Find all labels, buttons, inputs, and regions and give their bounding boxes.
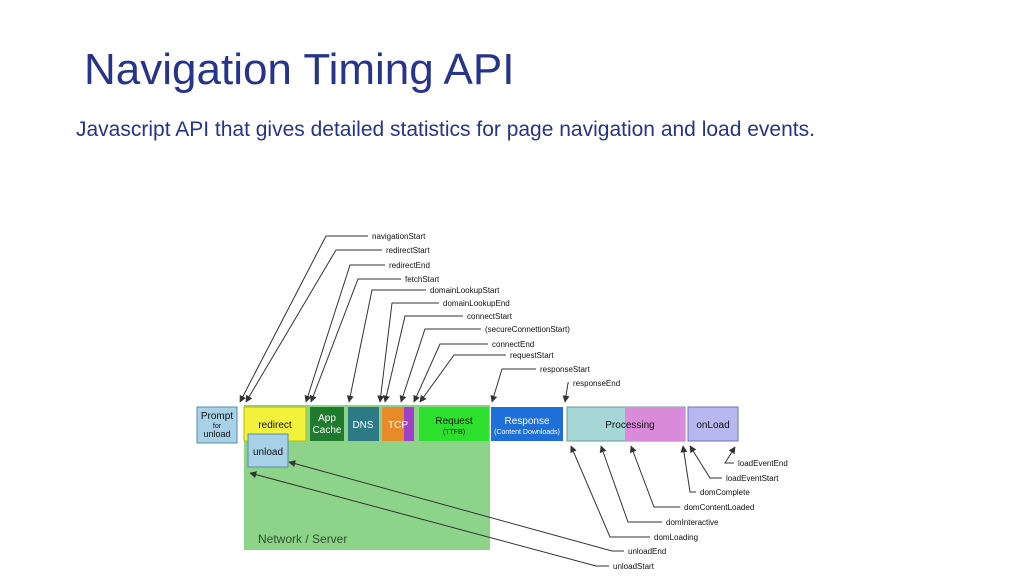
label-connect-end: connectEnd [492, 340, 534, 349]
label-load-event-end: loadEventEnd [738, 459, 788, 468]
slide-subtitle: Javascript API that gives detailed stati… [76, 118, 815, 141]
unload-label: unload [253, 447, 283, 458]
label-redirect-end: redirectEnd [389, 261, 430, 270]
prompt-label-line2: for [213, 423, 222, 430]
label-dom-loading: domLoading [654, 533, 698, 542]
leader-unload-end [288, 460, 624, 552]
leader-domain-lookup-end [377, 302, 439, 403]
label-response-start: responseStart [540, 365, 591, 374]
unload-box [247, 433, 289, 468]
leader-dom-interactive [599, 445, 662, 523]
leader-unload-start [249, 471, 609, 567]
leader-dom-complete [680, 445, 696, 493]
label-unload-start: unloadStart [613, 562, 655, 571]
leader-connect-end [413, 343, 488, 403]
tcp-box [382, 407, 404, 441]
app-cache-label-line2: Cache [313, 425, 342, 436]
label-fetch-start: fetchStart [405, 275, 440, 284]
label-response-end: responseEnd [573, 379, 620, 388]
label-domain-lookup-end: domainLookupEnd [443, 299, 510, 308]
label-dom-interactive: domInteractive [666, 518, 719, 527]
label-request-start: requestStart [510, 351, 554, 360]
label-unload-end: unloadEnd [628, 547, 666, 556]
leader-dom-loading [570, 445, 650, 538]
leader-connect-start [383, 315, 463, 403]
response-label-line1: Response [504, 416, 549, 427]
label-connect-start: connectStart [467, 312, 513, 321]
slide-title: Navigation Timing API [84, 45, 515, 94]
leader-load-event-end [724, 446, 736, 464]
processing-label: Processing [605, 420, 654, 431]
secure-connection-segment [404, 407, 414, 441]
tcp-label: TCP [388, 420, 408, 431]
label-load-event-start: loadEventStart [726, 474, 779, 483]
label-dom-content-loaded: domContentLoaded [684, 503, 754, 512]
prompt-for-unload-box [196, 406, 238, 444]
network-server-label: Network / Server [258, 532, 347, 546]
response-box [491, 407, 563, 441]
label-dom-complete: domComplete [700, 488, 750, 497]
request-box [419, 407, 489, 441]
onload-label: onLoad [696, 420, 729, 431]
dom-processing-segment [625, 407, 685, 441]
app-cache-label-line1: App [318, 413, 336, 424]
leader-response-end [562, 382, 570, 403]
bottom-leader-lines [249, 445, 736, 567]
leader-navigation-start [239, 235, 368, 403]
leader-load-event-start [689, 445, 722, 479]
leader-redirect-start [245, 249, 382, 403]
app-cache-box [310, 407, 344, 441]
leader-request-start [419, 354, 506, 403]
label-secure-connection-start: (secureConnettionStart) [485, 325, 570, 334]
dns-label: DNS [352, 420, 373, 431]
prompt-label-line1: Prompt [201, 411, 233, 422]
leader-response-start [490, 368, 536, 403]
leader-fetch-start [309, 278, 401, 403]
leader-redirect-end [304, 264, 385, 403]
top-leader-lines [239, 235, 570, 403]
dns-box [348, 407, 379, 441]
prompt-label-line3: unload [203, 429, 230, 439]
leader-domain-lookup-start [346, 289, 426, 403]
leader-secure-connection-start [399, 328, 481, 403]
response-label-line2: (Content Downloads) [494, 429, 560, 436]
leader-dom-content-loaded [629, 445, 680, 508]
redirect-label: redirect [258, 420, 292, 431]
label-domain-lookup-start: domainLookupStart [430, 286, 500, 295]
label-navigation-start: navigationStart [372, 232, 426, 241]
request-label-line2: (TTFB) [443, 429, 465, 436]
request-label-line1: Request [435, 416, 472, 427]
label-redirect-start: redirectStart [386, 246, 430, 255]
onload-box [687, 406, 739, 442]
